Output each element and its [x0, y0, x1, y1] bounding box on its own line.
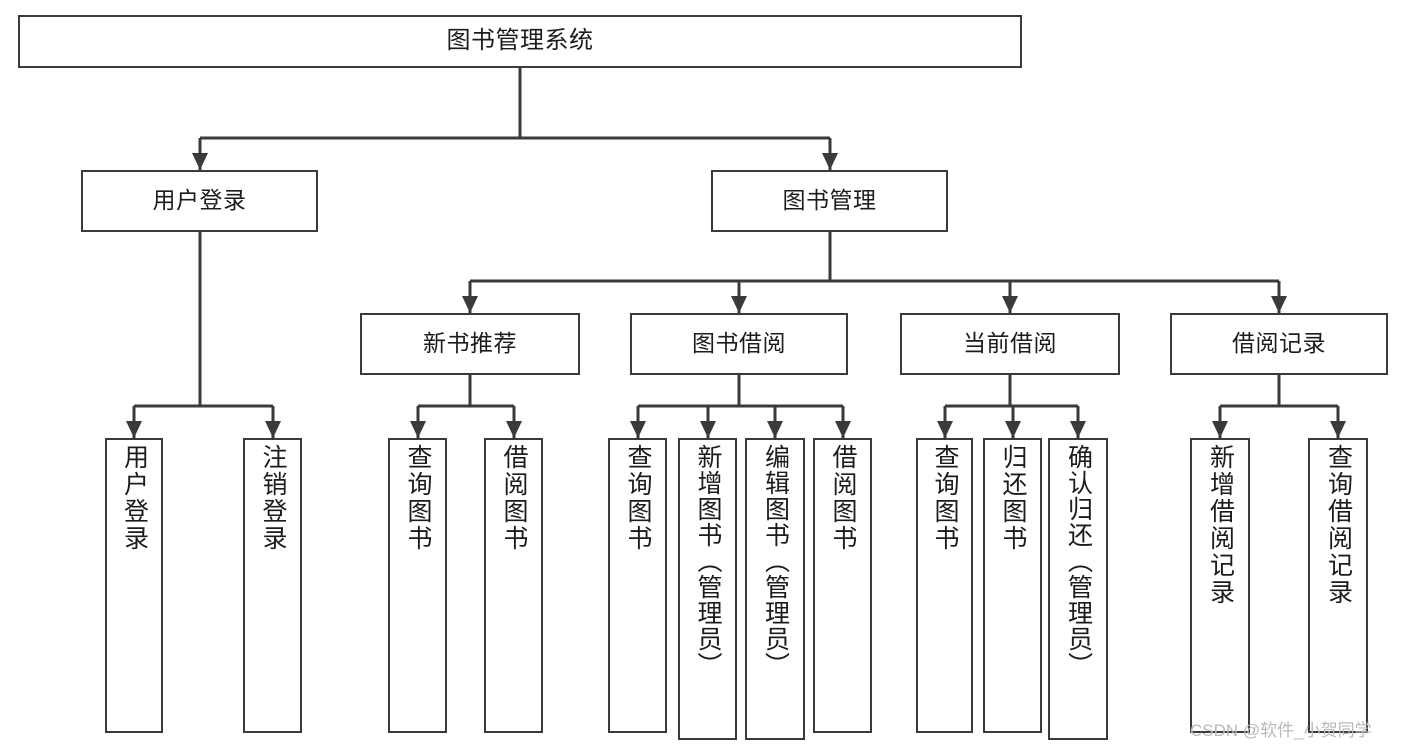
node-label: 新增图书（管理员）: [694, 444, 722, 678]
node-records[interactable]: 借阅记录: [1170, 313, 1388, 375]
node-label: 图书管理系统: [446, 27, 594, 55]
node-label: 查询图书: [404, 444, 432, 552]
node-l_return[interactable]: 归还图书: [983, 438, 1042, 733]
node-label: 查询借阅记录: [1324, 444, 1353, 606]
node-label: 查询图书: [624, 444, 652, 552]
node-l_confirm[interactable]: 确认归还（管理员）: [1048, 438, 1108, 740]
node-l_editbook[interactable]: 编辑图书（管理员）: [745, 438, 805, 740]
node-label: 确认归还（管理员）: [1064, 444, 1093, 678]
node-label: 借阅记录: [1232, 330, 1326, 357]
node-label: 新增借阅记录: [1206, 444, 1235, 606]
node-label: 注销登录: [259, 444, 287, 552]
node-label: 用户登录: [152, 187, 247, 214]
node-login[interactable]: 用户登录: [81, 170, 318, 232]
node-current[interactable]: 当前借阅: [900, 313, 1120, 375]
node-bookmgmt[interactable]: 图书管理: [711, 170, 948, 232]
node-borrow[interactable]: 图书借阅: [630, 313, 848, 375]
node-label: 借阅图书: [829, 444, 857, 552]
node-l_qbook2[interactable]: 查询图书: [608, 438, 667, 733]
node-l_qbook1[interactable]: 查询图书: [388, 438, 447, 733]
node-l_borrow1[interactable]: 借阅图书: [484, 438, 543, 733]
node-l_addrec[interactable]: 新增借阅记录: [1190, 438, 1250, 733]
node-l_userlogin[interactable]: 用户登录: [105, 438, 163, 733]
node-label: 用户登录: [120, 444, 149, 552]
node-newbook[interactable]: 新书推荐: [360, 313, 580, 375]
node-label: 归还图书: [999, 444, 1027, 552]
watermark-label: CSDN @软件_小贺同学: [1190, 721, 1372, 740]
node-label: 新书推荐: [423, 330, 517, 357]
node-l_borrow2[interactable]: 借阅图书: [813, 438, 872, 733]
node-label: 当前借阅: [963, 330, 1057, 357]
node-l_logout[interactable]: 注销登录: [243, 438, 302, 733]
node-label: 图书借阅: [692, 330, 786, 357]
node-label: 图书管理: [782, 187, 877, 214]
node-label: 借阅图书: [500, 444, 528, 552]
node-label: 编辑图书（管理员）: [761, 444, 790, 678]
node-l_qrec[interactable]: 查询借阅记录: [1308, 438, 1368, 733]
node-label: 查询图书: [931, 444, 959, 552]
node-l_addbook[interactable]: 新增图书（管理员）: [678, 438, 737, 740]
node-l_qbook3[interactable]: 查询图书: [916, 438, 973, 733]
node-root[interactable]: 图书管理系统: [18, 15, 1022, 68]
